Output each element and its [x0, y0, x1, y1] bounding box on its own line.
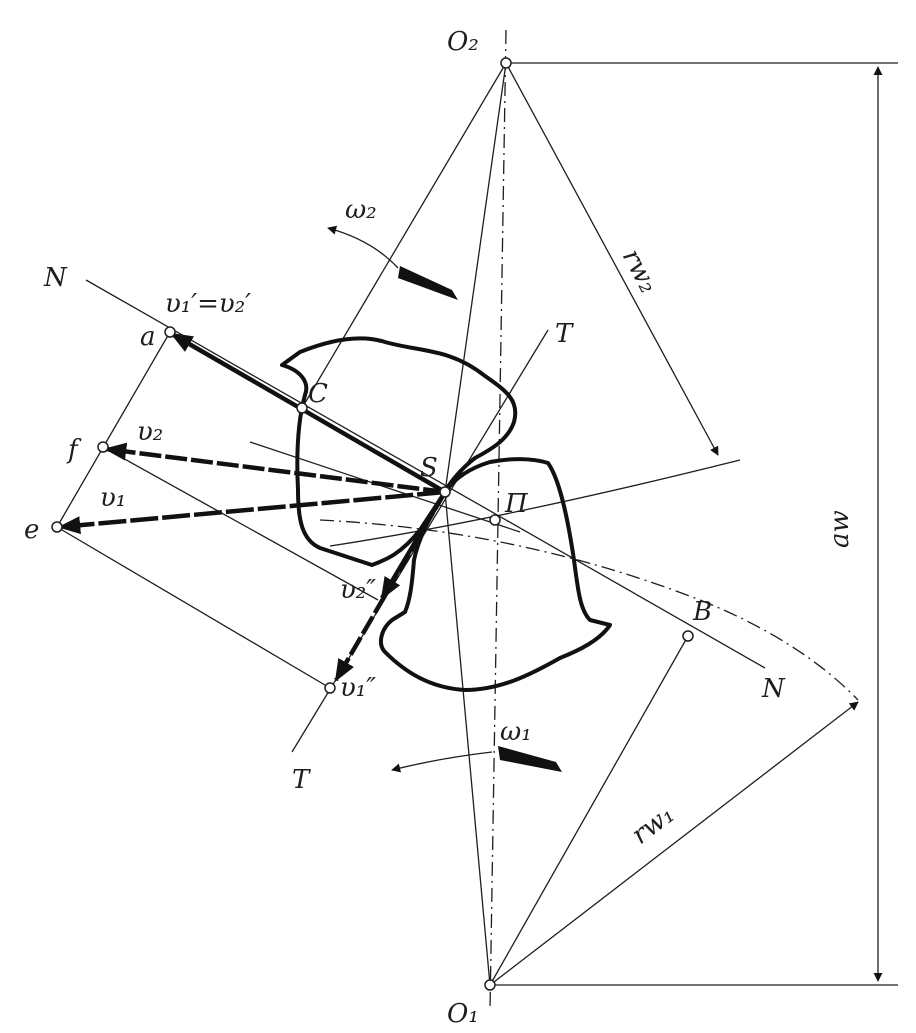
- center-line: [489, 29, 507, 1011]
- line-a-e: [56, 331, 171, 528]
- label-o1: O₁: [447, 999, 479, 1029]
- point-v1pp: [324, 682, 336, 694]
- point-a: [164, 326, 176, 338]
- label-t-top: T: [555, 319, 574, 349]
- point-pole: [489, 514, 501, 526]
- rotation-indicator-omega1: [391, 746, 562, 773]
- line-o1-s: [444, 491, 491, 986]
- label-a: a: [140, 322, 156, 352]
- line-s-p-extension: [249, 441, 521, 533]
- label-v1pp: υ₁″: [340, 673, 376, 703]
- label-rw2: rw₂: [616, 244, 664, 298]
- point-s: [439, 486, 451, 498]
- label-v-common: υ₁′=υ₂′: [165, 289, 251, 319]
- label-n-bottom: N: [761, 674, 786, 704]
- label-v1: υ₁: [100, 483, 126, 513]
- pitch-circle-gear1: [319, 519, 859, 701]
- point-f: [97, 441, 109, 453]
- line-e-v1pp: [56, 526, 331, 689]
- line-o2-c: [301, 62, 507, 409]
- label-t-bottom: T: [292, 765, 311, 795]
- velocity-vectors: [57, 332, 447, 682]
- point-o2: [500, 57, 512, 69]
- label-rw1: rw₁: [626, 799, 680, 850]
- line-o2-s: [444, 62, 507, 493]
- label-omega2: ω₂: [345, 195, 377, 225]
- label-aw: aw: [825, 510, 855, 548]
- label-e: e: [24, 515, 39, 545]
- radius-rw2: [505, 62, 719, 456]
- radius-rw1: [489, 701, 859, 986]
- vector-v1pp: [334, 490, 447, 682]
- label-b: B: [692, 597, 712, 627]
- vector-v2: [103, 442, 446, 495]
- vector-v1: [57, 489, 446, 535]
- line-o1-b: [489, 635, 689, 986]
- tooth-profile-gear2: [280, 336, 518, 567]
- label-s: S: [420, 453, 438, 483]
- label-omega1: ω₁: [500, 717, 532, 747]
- line-f-v2pp: [102, 446, 379, 601]
- rotation-indicator-omega2: [327, 225, 458, 300]
- label-c: C: [308, 379, 328, 409]
- point-o1: [484, 979, 496, 991]
- label-pole: П: [504, 489, 529, 519]
- point-b: [682, 630, 694, 642]
- tooth-profile-gear1: [378, 457, 612, 692]
- label-o2: O₂: [447, 27, 479, 57]
- point-c: [296, 402, 308, 414]
- line-of-action-nn: [85, 279, 766, 669]
- point-e: [51, 521, 63, 533]
- vector-v-common: [170, 332, 447, 494]
- label-f: f: [66, 435, 82, 465]
- label-v2: υ₂: [137, 417, 163, 447]
- label-n-top: N: [43, 263, 68, 293]
- label-v2pp: υ₂″: [340, 575, 376, 605]
- pitch-circle-gear2: [329, 459, 741, 547]
